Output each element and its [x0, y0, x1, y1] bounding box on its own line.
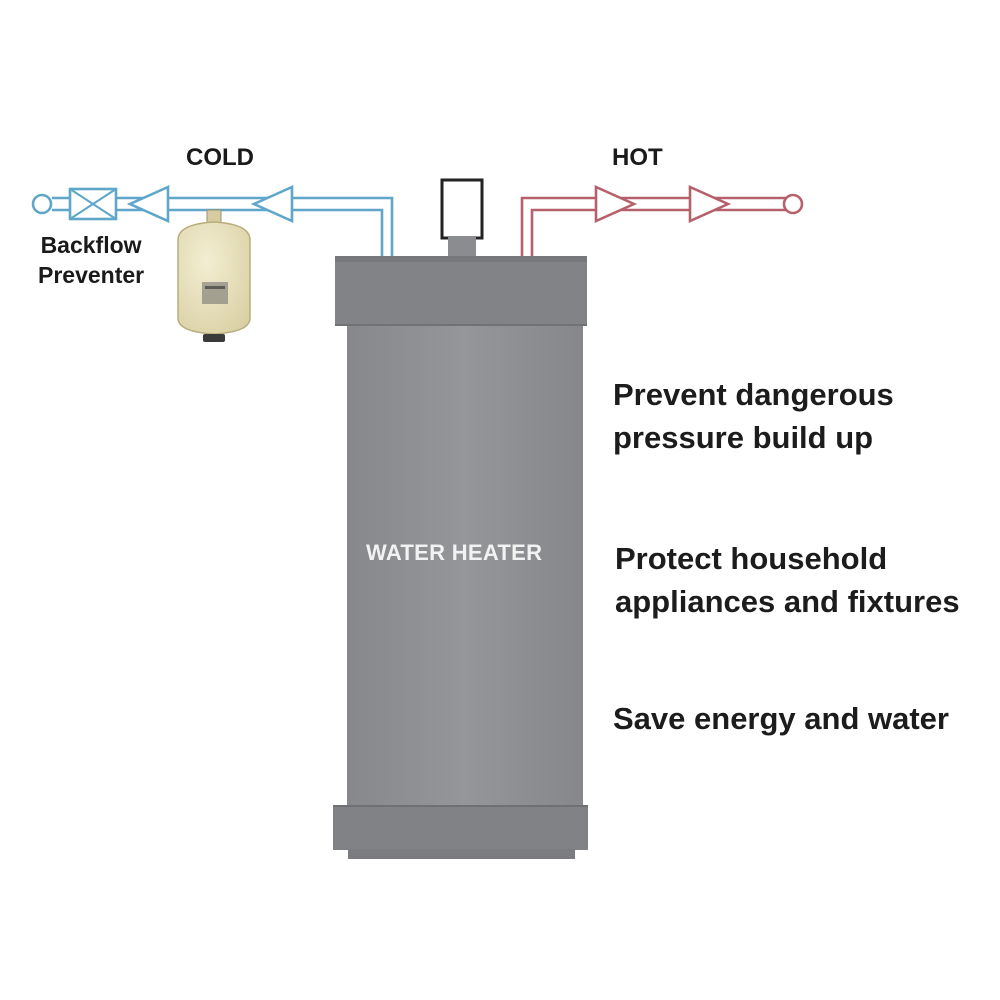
hot-flow-arrows: [594, 184, 732, 224]
flue-pipe-icon: [440, 178, 484, 256]
hot-arrow-icon: [688, 184, 732, 224]
cold-inlet-cap-icon: [31, 193, 53, 215]
hot-label: HOT: [612, 144, 663, 171]
cold-flow-arrows: [126, 184, 294, 224]
cold-arrow-icon: [126, 184, 170, 224]
backflow-valve-icon: [68, 187, 118, 221]
benefit-line2: pressure build up: [613, 420, 874, 455]
backflow-preventer-label: Backflow Preventer: [38, 230, 144, 290]
backflow-label-line1: Backflow: [40, 232, 142, 258]
benefit-item: Protect household appliances and fixture…: [615, 537, 960, 623]
water-heater-label: WATER HEATER: [366, 540, 543, 565]
hot-outlet-cap-icon: [782, 193, 804, 215]
benefit-line1: Prevent dangerous: [613, 377, 894, 412]
backflow-label-line2: Preventer: [38, 262, 145, 288]
hot-arrow-icon: [594, 184, 638, 224]
cold-label: COLD: [186, 144, 254, 171]
benefit-line1: Save energy and water: [613, 701, 949, 736]
benefit-item: Prevent dangerous pressure build up: [613, 373, 894, 459]
benefit-line2: appliances and fixtures: [615, 584, 960, 619]
expansion-tank-icon: [177, 209, 251, 342]
benefit-line1: Protect household: [615, 541, 888, 576]
hot-water-pipe: [520, 196, 786, 258]
benefit-item: Save energy and water: [613, 697, 949, 740]
cold-arrow-icon: [250, 184, 294, 224]
water-heater-tank: [333, 256, 588, 859]
